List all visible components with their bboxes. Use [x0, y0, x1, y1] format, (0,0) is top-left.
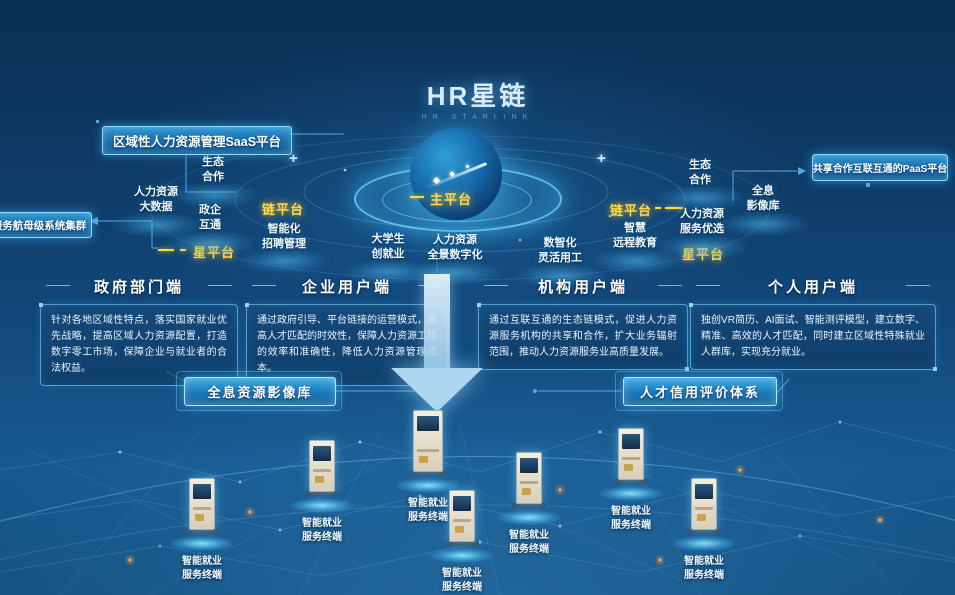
node-eco-coop-left: 生态合作 — [202, 156, 224, 183]
terminal-glow-pad — [599, 486, 663, 501]
node-hr-service-select: 人力资源服务优选 — [680, 208, 724, 235]
page-title: HR星链 HR STARLINK — [0, 76, 955, 121]
section-body: 独创VR简历、AI面试、智能测评模型，建立数字、精准、高效的人才匹配，同时建立区… — [689, 303, 937, 371]
sparkle-icon: + — [289, 150, 298, 167]
kiosk-icon — [413, 410, 443, 472]
main-platform-label: 主平台 — [430, 192, 473, 207]
terminal-glow-pad — [430, 548, 494, 563]
carrier-system-box: 服务航母级系统集群 — [0, 212, 92, 238]
shooting-star-icon — [426, 162, 488, 189]
terminal-glow-pad — [396, 478, 460, 493]
terminal-label: 智能就业服务终端 — [509, 530, 549, 555]
kiosk-base — [185, 529, 219, 534]
employment-terminal: 智能就业服务终端 — [388, 410, 468, 524]
employment-terminal: 智能就业服务终端 — [664, 478, 744, 582]
kiosk-icon — [309, 440, 335, 492]
terminal-label: 智能就业服务终端 — [408, 498, 448, 523]
paas-platform-box: 共享合作互联互通的PaaS平台 — [812, 154, 948, 181]
kiosk-icon — [516, 452, 542, 504]
node-pad — [655, 185, 747, 211]
section-individual: 个人用户端 独创VR简历、AI面试、智能测评模型，建立数字、精准、高效的人才匹配… — [689, 276, 937, 371]
node-pad — [515, 263, 607, 289]
employment-terminal: 智能就业服务终端 — [162, 478, 242, 582]
node-hr-panorama-digital: 人力资源全景数字化 — [427, 234, 483, 261]
node-pad — [239, 248, 331, 274]
terminal-label: 智能就业服务终端 — [182, 556, 222, 581]
section-body: 针对各地区域性特点，落实国家就业优先战略，提高区域人力资源配置，打造数字零工市场… — [39, 303, 239, 387]
kiosk-base — [409, 471, 447, 476]
holo-box-frame — [176, 371, 342, 411]
chain-platform-left-label: 链平台 — [262, 202, 305, 217]
terminal-glow-pad — [170, 536, 234, 551]
star-left-dash — [158, 249, 174, 251]
holographic-resource-library-box: 全息资源影像库 — [184, 377, 336, 406]
node-holographic-library: 全息影像库 — [746, 185, 780, 212]
credit-box-frame — [615, 371, 783, 411]
employment-terminal: 智能就业服务终端 — [282, 440, 362, 544]
terminal-label: 智能就业服务终端 — [302, 518, 342, 543]
employment-terminal: 智能就业服务终端 — [489, 452, 569, 556]
node-hr-bigdata: 人力资源大数据 — [134, 186, 178, 213]
node-eco-coop-right: 生态合作 — [689, 159, 711, 186]
terminal-label: 智能就业服务终端 — [611, 506, 651, 531]
terminal-label: 智能就业服务终端 — [442, 568, 482, 593]
kiosk-icon — [618, 428, 644, 480]
chain-right-dash — [655, 207, 661, 209]
node-gov-enterprise: 政企互通 — [199, 204, 221, 231]
kiosk-base — [614, 479, 648, 484]
node-pad — [168, 182, 260, 208]
node-smart-recruiting: 智能化招聘管理 — [262, 223, 306, 250]
section-title: 政府部门端 — [40, 276, 238, 297]
terminal-glow-pad — [290, 498, 354, 513]
saas-platform-box: 区域性人力资源管理SaaS平台 — [102, 126, 292, 155]
terminal-glow-pad — [672, 536, 736, 551]
node-student-employment: 大学生创就业 — [371, 233, 405, 260]
terminal-glow-pad — [497, 510, 561, 525]
terminal-label: 智能就业服务终端 — [684, 556, 724, 581]
main-platform-globe — [352, 128, 562, 232]
talent-credit-system-box: 人才信用评价体系 — [623, 377, 777, 406]
employment-terminal: 智能就业服务终端 — [591, 428, 671, 532]
node-pad — [165, 230, 257, 256]
kiosk-icon — [691, 478, 717, 530]
node-remote-education: 智慧远程教育 — [613, 222, 657, 249]
title-text: HR星链 — [426, 81, 529, 111]
section-institution: 机构用户端 通过互联互通的生态链模式，促进人力资源服务机构的共享和合作，扩大业务… — [477, 276, 689, 371]
globe-icon — [410, 128, 502, 220]
kiosk-icon — [449, 490, 475, 542]
kiosk-base — [445, 541, 479, 546]
kiosk-base — [687, 529, 721, 534]
main-platform-dash — [410, 196, 424, 198]
section-government: 政府部门端 针对各地区域性特点，落实国家就业优先战略，提高区域人力资源配置，打造… — [39, 276, 239, 387]
section-title: 个人用户端 — [690, 276, 936, 297]
node-pad — [657, 234, 749, 260]
title-subtitle: HR STARLINK — [421, 114, 534, 121]
down-arrow-icon — [391, 368, 483, 412]
node-flexible-work: 数智化灵活用工 — [538, 237, 582, 264]
sparkle-icon: + — [597, 150, 606, 167]
kiosk-base — [305, 491, 339, 496]
kiosk-base — [512, 503, 546, 508]
kiosk-icon — [189, 478, 215, 530]
employment-terminal: 智能就业服务终端 — [422, 490, 502, 594]
down-arrow-shaft — [424, 274, 450, 372]
section-title: 企业用户端 — [246, 276, 448, 297]
chain-platform-right-label: 链平台 — [610, 203, 653, 218]
section-title: 机构用户端 — [478, 276, 688, 297]
node-pad — [718, 211, 810, 237]
section-body: 通过互联互通的生态链模式，促进人力资源服务机构的共享和合作，扩大业务辐射范围，推… — [477, 303, 689, 371]
